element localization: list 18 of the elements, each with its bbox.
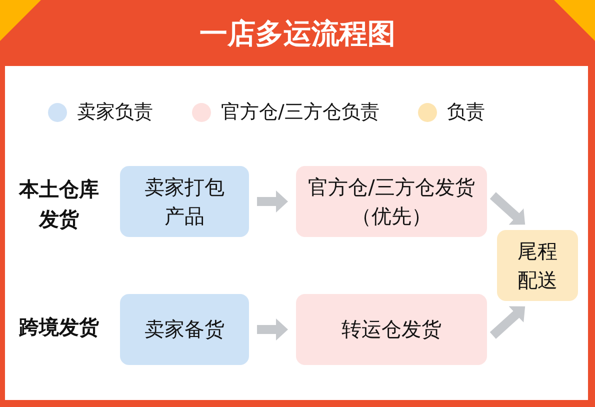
process-box — [296, 166, 487, 237]
process-box — [120, 166, 249, 237]
process-box — [296, 294, 487, 365]
row-label: 跨境发货 — [18, 314, 100, 341]
legend-text: 官方仓/三方仓负责 — [221, 101, 380, 123]
process-box — [120, 294, 249, 365]
step-text: 尾程配送 — [516, 238, 558, 294]
title: 一店多运流程图 — [200, 16, 396, 52]
row-label: 本土仓库发货 — [18, 176, 100, 233]
step-text: 卖家打包产品 — [144, 174, 226, 230]
arrow — [257, 318, 288, 340]
step-text: 官方仓/三方仓发货（优先） — [307, 174, 476, 230]
legend-text: 负责 — [447, 101, 485, 123]
legend-text: 卖家负责 — [77, 101, 153, 123]
arrow — [257, 190, 288, 212]
step-text: 转运仓发货 — [342, 316, 442, 343]
step-text: 卖家备货 — [144, 316, 224, 343]
process-box — [497, 230, 578, 301]
